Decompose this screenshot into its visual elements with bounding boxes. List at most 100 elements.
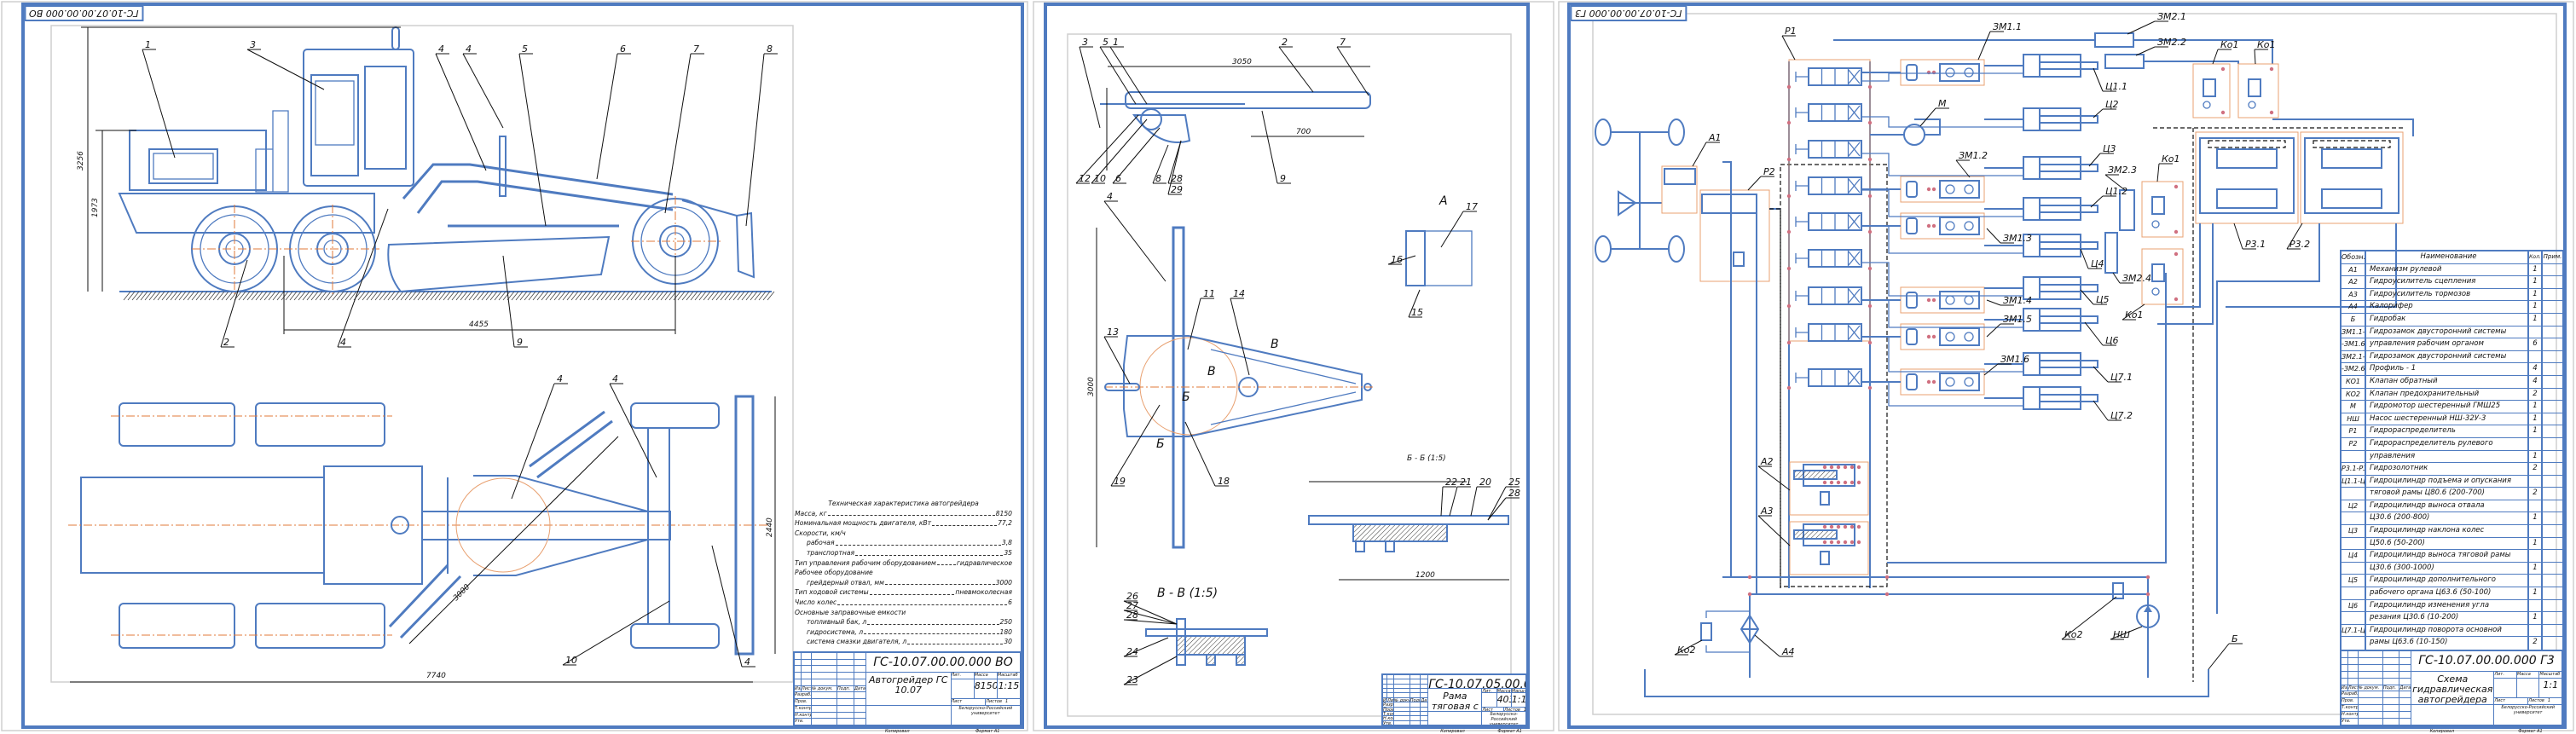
legend-row: тяговой рамы Ц80.6 (200-700)2 xyxy=(2342,488,2562,500)
title-block-cell xyxy=(2358,719,2383,725)
title-block-cell xyxy=(854,673,866,679)
sheet3-frame xyxy=(1567,3,2567,729)
plan-callout-6: 18 xyxy=(1218,476,1230,487)
legend-designation xyxy=(2342,488,2366,500)
sheet-label: Лист xyxy=(951,699,987,706)
junction-node xyxy=(2269,66,2274,72)
plan-callout-2: 13 xyxy=(1107,327,1119,338)
plan-callout-7: 17 xyxy=(1466,201,1478,212)
legend-name: Гидроцилиндр поворота основной xyxy=(2366,624,2529,637)
title-block-cell xyxy=(812,692,837,700)
spec-value: гидравлическое xyxy=(956,558,1012,567)
spec-label: грейдерный отвал, мм xyxy=(807,578,884,587)
lit-label: Лит. xyxy=(1482,689,1497,694)
plan-callout-3: 11 xyxy=(1203,288,1215,299)
title-block-col-header: Лист xyxy=(1387,697,1394,703)
junction-node xyxy=(1843,465,1848,470)
title-block-cell xyxy=(812,659,837,667)
format-label: Формат А1 xyxy=(975,729,1000,734)
junction-node xyxy=(1856,465,1861,470)
dim-length: 7740 xyxy=(426,672,446,680)
side-callout-11: 9 xyxy=(517,337,523,348)
steered-wheel xyxy=(1595,118,1612,146)
title-block-cell xyxy=(812,719,837,725)
title-block-cell xyxy=(1383,693,1388,698)
side-callout-7: 7 xyxy=(693,43,699,55)
junction-node xyxy=(1926,223,1931,228)
mass-value: 8150 xyxy=(974,679,998,700)
title-block-cell xyxy=(2399,719,2412,725)
spec-value: 30 xyxy=(1004,638,1012,646)
legend-name: Механизм рулевой xyxy=(2366,263,2529,276)
legend-designation: Ц2 xyxy=(2342,500,2366,512)
legend-designation: КО2 xyxy=(2342,388,2366,401)
title-block-cell xyxy=(802,659,812,667)
legend-qty: 1 xyxy=(2529,587,2543,599)
legend-designation: А3 xyxy=(2342,288,2366,301)
empty-cell xyxy=(866,705,952,725)
title-block-cell xyxy=(1410,675,1421,680)
legend-row: ЗМ2.1-Гидрозамок двусторонний системы xyxy=(2342,350,2562,364)
title-block-col-header: № докум. xyxy=(1393,697,1410,703)
junction-node xyxy=(1926,379,1931,384)
legend-name: управления xyxy=(2366,450,2529,463)
legend-qty xyxy=(2529,550,2543,562)
title-block-cell xyxy=(854,692,866,700)
title-block-cell xyxy=(1421,711,1429,717)
legend-header-qty: Кол. xyxy=(2529,251,2543,263)
schematic-label-30: А2 xyxy=(1760,456,1774,467)
title-block-role: Пров. xyxy=(1383,707,1394,712)
legend-designation: А1 xyxy=(2342,263,2366,276)
title-block-cell xyxy=(837,659,854,667)
schematic-label-27: ЗМ1.6 xyxy=(2000,354,2029,365)
legend-name: Калорифер xyxy=(2366,301,2529,313)
section-b-callout-3: 20 xyxy=(1479,477,1491,488)
title-block-col-header: Лист xyxy=(2347,685,2359,692)
plan-callout-9: 15 xyxy=(1411,307,1423,318)
title-block-col-header: Дата xyxy=(1421,697,1429,703)
spec-label: Рабочее оборудование xyxy=(795,569,873,577)
junction-node xyxy=(1822,465,1827,470)
schematic-label-19: ЗМ2.4 xyxy=(2122,273,2151,284)
schematic-label-17: ЗМ1.3 xyxy=(2003,233,2032,244)
section-b-dim: 1200 xyxy=(1415,571,1435,580)
title-block-col-header: Изм. xyxy=(1383,697,1388,703)
schematic-label-31: А3 xyxy=(1760,506,1774,517)
junction-node xyxy=(1867,84,1873,90)
legend-designation: Ц6 xyxy=(2342,599,2366,612)
plan-callout-5: 19 xyxy=(1114,476,1126,487)
legend-name: Профиль - 1 xyxy=(2366,363,2529,375)
junction-node xyxy=(1850,465,1855,470)
sheets-value: 1 xyxy=(2547,698,2551,704)
legend-header-designation: Обозн. xyxy=(2342,251,2366,263)
check-valve-block xyxy=(2141,248,2184,305)
hydraulic-cylinder xyxy=(1861,189,2098,221)
copied-label: Копировал xyxy=(1440,729,1465,734)
legend-note xyxy=(2543,587,2562,599)
section-v-callout-4: 24 xyxy=(1126,646,1138,657)
title-block-cell xyxy=(2358,691,2383,699)
hydraulic-cylinder xyxy=(1861,225,2098,257)
section-v-body xyxy=(1145,628,1268,637)
side-callout-10: 4 xyxy=(340,337,346,348)
title-block-cell xyxy=(2399,712,2412,720)
legend-note xyxy=(2543,476,2562,488)
top-dim-2: 700 xyxy=(1296,128,1311,136)
lit-label: Лит. xyxy=(951,673,975,679)
legend-qty: 2 xyxy=(2529,488,2543,500)
title-block-role: Т.контр. xyxy=(2342,705,2359,713)
title-block-cell xyxy=(2382,664,2400,672)
legend-designation: ЗМ2.1- xyxy=(2342,350,2366,363)
schematic-label-10: А1 xyxy=(1708,132,1722,143)
sheet-label: Лист xyxy=(1482,707,1505,712)
junction-node xyxy=(1747,575,1752,580)
